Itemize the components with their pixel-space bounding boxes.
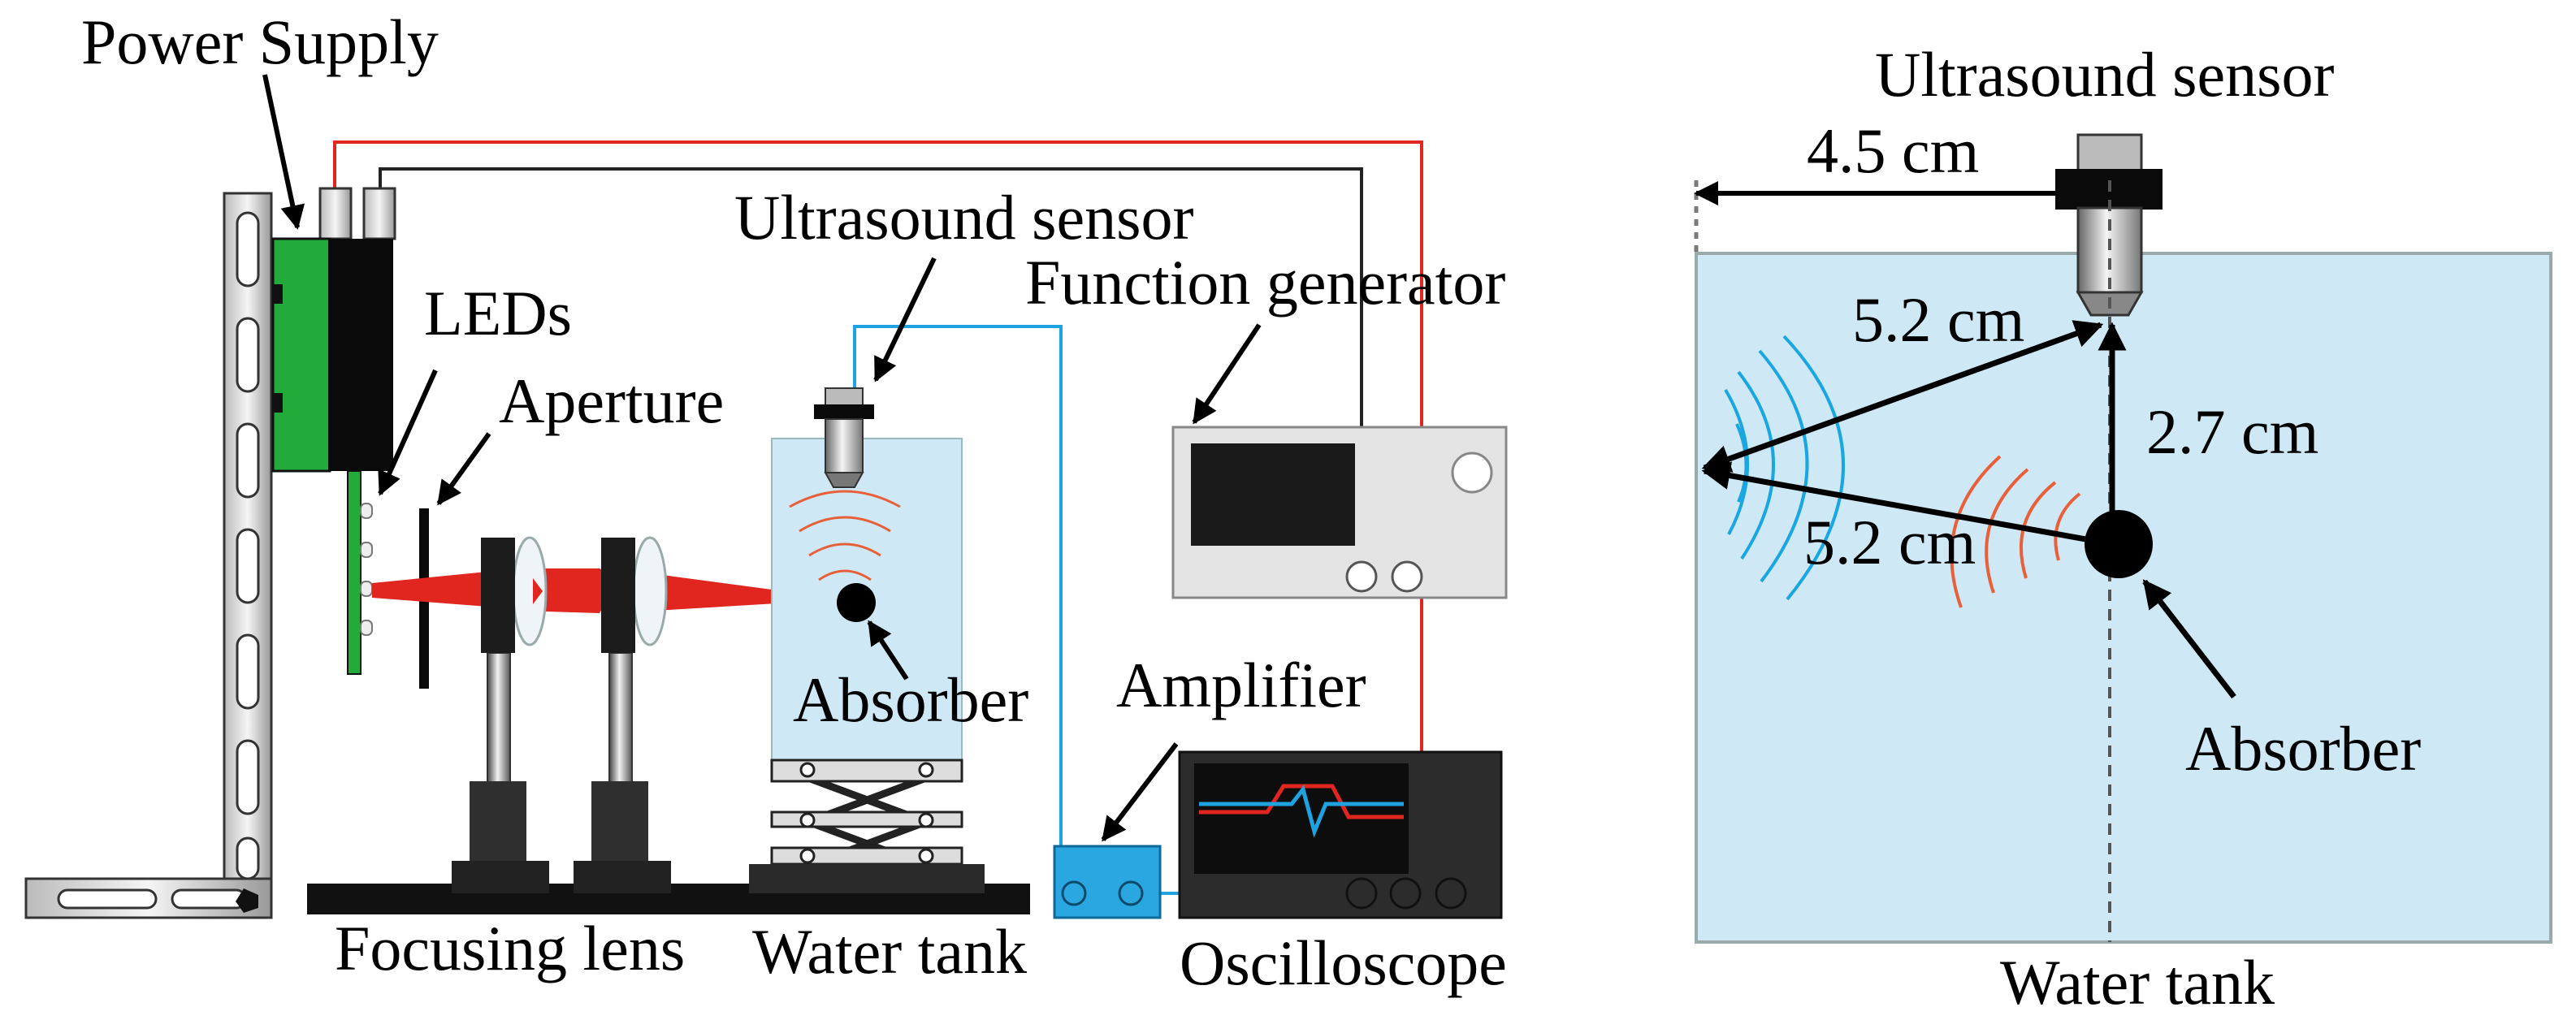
label-water-tank-right: Water tank (2000, 947, 2275, 1018)
label-leds: LEDs (424, 278, 572, 348)
l-bracket (24, 192, 273, 919)
geometry-panel: Ultrasound sensor 4.5 cm 5.2 cm 2.7 cm 5… (1694, 39, 2552, 1018)
scope-trace-red (1199, 784, 1404, 819)
label-oscilloscope: Oscilloscope (1180, 927, 1507, 998)
led-board (347, 470, 373, 675)
label-distance-vertical: 2.7 cm (2146, 396, 2318, 467)
label-distance-lower: 5.2 cm (1803, 507, 1976, 577)
trigger-wire-black (379, 167, 1363, 577)
label-ultrasound-sensor-right: Ultrasound sensor (1875, 39, 2334, 110)
label-ultrasound-sensor: Ultrasound sensor (734, 182, 1193, 253)
label-absorber-right: Absorber (2185, 713, 2421, 784)
ultrasound-sensor-left (814, 387, 874, 488)
acoustic-waves-left (789, 490, 901, 581)
pointer-arrows-left (262, 74, 1262, 842)
absorber-right (2085, 510, 2153, 578)
sensor-cable-blue (853, 325, 1063, 853)
label-focusing-lens: Focusing lens (335, 913, 685, 983)
water-tank-left (749, 438, 985, 893)
oscilloscope (1178, 750, 1503, 919)
power-supply (271, 187, 396, 473)
absorber-left (837, 583, 876, 622)
label-power-supply: Power Supply (81, 6, 439, 77)
scope-trace-blue (1199, 784, 1404, 838)
label-offset: 4.5 cm (1807, 115, 1979, 186)
focusing-lens-2 (574, 536, 671, 893)
label-distance-upper: 5.2 cm (1852, 284, 2024, 355)
water-tank-right (1695, 252, 2552, 944)
label-amplifier: Amplifier (1116, 650, 1366, 720)
function-generator (1171, 426, 1508, 599)
setup-panel: Power Supply LEDs Aperture Ultrasound se… (24, 6, 1508, 998)
label-water-tank: Water tank (752, 916, 1027, 987)
label-function-generator: Function generator (1025, 247, 1505, 318)
label-aperture: Aperture (499, 365, 724, 436)
ultrasound-sensor-right (2055, 133, 2163, 942)
focusing-lens-1 (452, 536, 549, 893)
distance-arrows (1701, 320, 2236, 699)
amplifier (1053, 845, 1162, 919)
label-absorber: Absorber (793, 664, 1028, 735)
